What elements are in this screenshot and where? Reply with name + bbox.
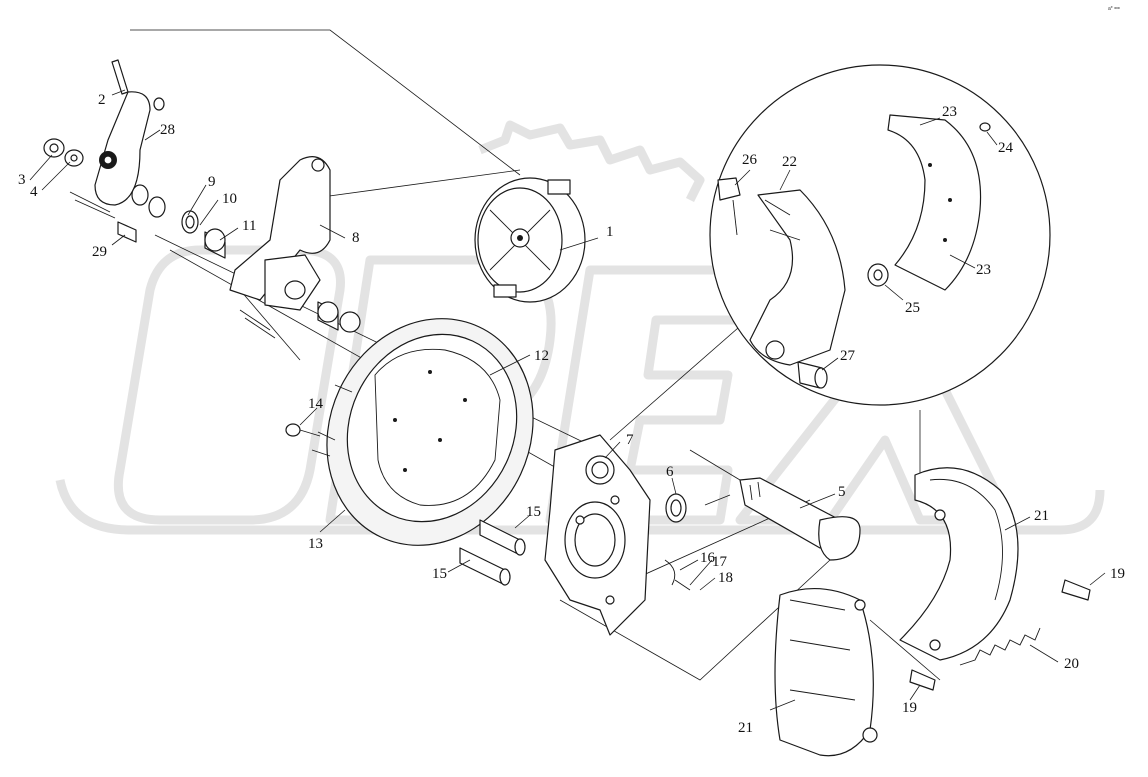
callout-leaders <box>29 89 1106 711</box>
callout-15-lower: 15 <box>432 566 447 582</box>
callout-14: 14 <box>308 396 324 412</box>
callout-1: 1 <box>606 224 614 240</box>
callout-23-upper: 23 <box>942 104 957 120</box>
callout-16: 16 <box>700 550 716 566</box>
brake-chamber <box>474 177 586 303</box>
camshaft <box>739 477 861 561</box>
callout-19-lower: 19 <box>902 700 917 716</box>
callout-10: 10 <box>222 191 237 207</box>
callout-29: 29 <box>92 244 107 260</box>
callout-24: 24 <box>998 140 1014 156</box>
callout-22: 22 <box>782 154 797 170</box>
brake-spider <box>544 434 651 636</box>
callout-19-right: 19 <box>1110 566 1125 582</box>
callout-labels: 1 2 3 4 5 6 7 8 9 10 11 12 14 13 15 15 1… <box>18 92 1125 736</box>
callout-17: 17 <box>712 554 728 570</box>
spacer-bushings <box>317 301 361 333</box>
callout-28: 28 <box>160 122 175 138</box>
callout-6: 6 <box>666 464 674 480</box>
brake-shoe-lower <box>774 588 878 757</box>
callout-2: 2 <box>98 92 106 108</box>
callout-25: 25 <box>905 300 920 316</box>
callout-5: 5 <box>838 484 846 500</box>
slack-adjuster <box>43 59 165 206</box>
callout-18: 18 <box>718 570 733 586</box>
callout-11: 11 <box>242 218 256 234</box>
camshaft-bracket <box>229 156 331 339</box>
camshaft-bushings <box>69 184 226 259</box>
callout-21-lower: 21 <box>738 720 753 736</box>
detail-inset <box>709 64 1051 406</box>
callout-12: 12 <box>534 348 549 364</box>
callout-9: 9 <box>208 174 216 190</box>
callout-4: 4 <box>30 184 38 200</box>
callout-8: 8 <box>352 230 360 246</box>
dust-shield <box>326 318 534 546</box>
camshaft-seal <box>664 493 731 591</box>
callout-20: 20 <box>1064 656 1079 672</box>
callout-27: 27 <box>840 348 856 364</box>
callout-13: 13 <box>308 536 323 552</box>
anchor-pins <box>459 519 526 586</box>
callout-7: 7 <box>626 432 634 448</box>
callout-26: 26 <box>742 152 758 168</box>
callout-21-upper: 21 <box>1034 508 1049 524</box>
corner-mark: a* == <box>1108 6 1120 12</box>
shield-bolts <box>285 384 353 457</box>
callout-15-upper: 15 <box>526 504 541 520</box>
callout-3: 3 <box>18 172 26 188</box>
brake-shoe-upper <box>899 467 1019 661</box>
shoe-pins-and-spring <box>909 579 1091 691</box>
callout-23-lower: 23 <box>976 262 991 278</box>
